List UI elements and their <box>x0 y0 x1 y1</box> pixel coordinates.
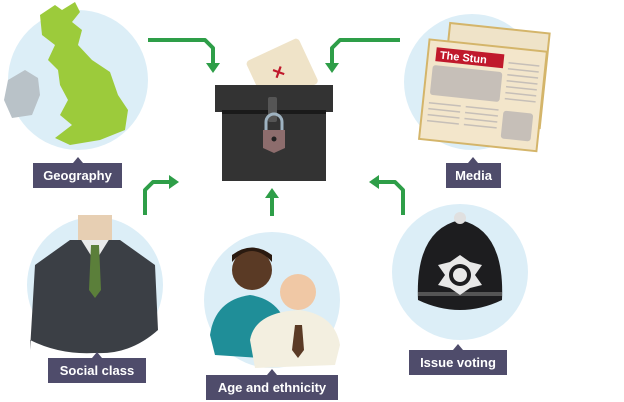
label-text: Media <box>455 168 493 183</box>
suit-icon <box>30 215 158 354</box>
arrow-social-class <box>143 175 179 215</box>
people-icon <box>210 247 340 368</box>
newspaper-icon: The Stun <box>417 21 551 153</box>
label-issue-voting: Issue voting <box>409 344 507 375</box>
newspaper-masthead: The Stun <box>439 50 487 67</box>
label-text: Age and ethnicity <box>218 380 327 395</box>
uk-map-icon <box>4 2 128 145</box>
label-geography: Geography <box>33 157 122 188</box>
label-age-ethnicity: Age and ethnicity <box>206 369 338 400</box>
arrow-issue-voting <box>369 175 405 215</box>
label-text: Social class <box>60 363 134 378</box>
arrow-age-ethnicity <box>265 188 279 216</box>
label-text: Geography <box>43 168 112 183</box>
arrow-geography <box>148 38 220 73</box>
ballot-box-icon: × <box>215 38 333 181</box>
label-media: Media <box>446 157 501 188</box>
police-helmet-icon <box>417 212 503 310</box>
label-social-class: Social class <box>48 352 146 383</box>
label-text: Issue voting <box>420 355 496 370</box>
arrow-media <box>325 38 400 73</box>
